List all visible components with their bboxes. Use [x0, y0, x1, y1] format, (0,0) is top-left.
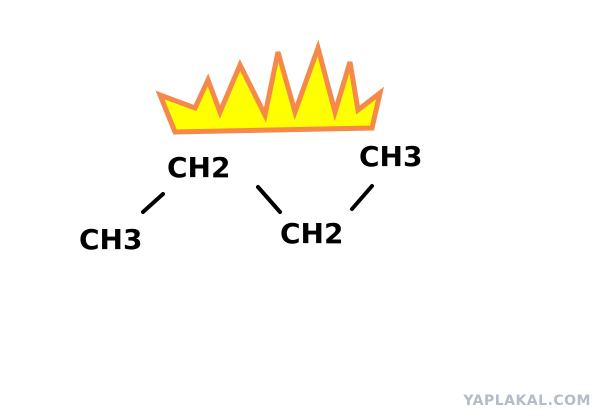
ch2-upper-label: CH2 — [167, 151, 231, 184]
bond-line-ch3-left-ch2-upper — [141, 192, 165, 214]
ch3-right-label: CH3 — [359, 140, 423, 173]
ch2-lower-label: CH2 — [280, 217, 344, 250]
bond-line-ch2-lower-ch3-right — [350, 184, 374, 211]
bond-line-ch2-upper-ch2-lower — [256, 185, 282, 214]
watermark-text: YAPLAKAL.COM — [463, 393, 591, 409]
ch3-left-label: CH3 — [79, 223, 143, 256]
crown-flame-icon — [155, 39, 384, 135]
